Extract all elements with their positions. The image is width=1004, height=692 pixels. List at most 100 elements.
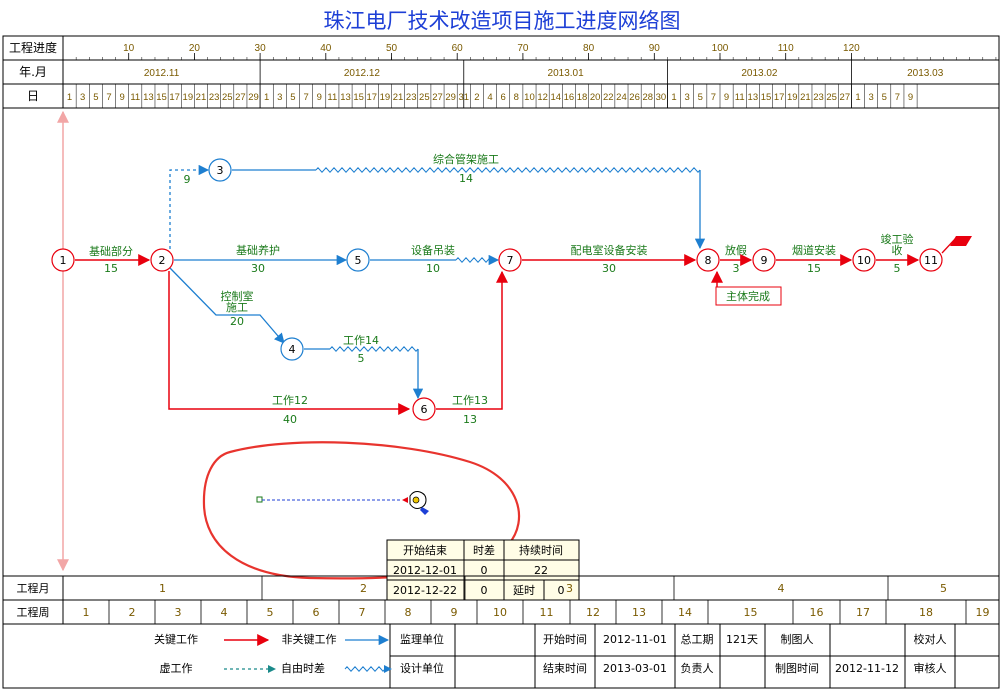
day-label: 10: [524, 92, 535, 103]
info-delay-value: 0: [558, 584, 565, 597]
project-month-value: 2: [360, 582, 367, 595]
month-row-label: 年.月: [19, 65, 47, 79]
legend-table: 关键工作 非关键工作 虚工作 自由时差 监理单位 设计单位 开始时间 2012-…: [2, 623, 1000, 689]
day-label: 17: [367, 92, 378, 103]
activity-arrow-2-3[interactable]: [169, 164, 210, 249]
day-label: 23: [813, 92, 824, 103]
activity-name-5-7: 设备吊装: [411, 243, 455, 257]
day-label: 17: [169, 92, 180, 103]
day-label: 3: [80, 92, 85, 103]
designer-label: 设计单位: [400, 661, 444, 675]
day-label: 8: [514, 92, 519, 103]
day-label: 7: [895, 92, 900, 103]
progress-tick-label: 30: [255, 43, 267, 54]
info-end-date: 2012-12-22: [393, 584, 457, 597]
node-5[interactable]: 5: [346, 248, 370, 272]
activity-duration-4-6: 5: [358, 352, 365, 365]
project-week-value: 2: [129, 606, 136, 619]
day-label: 9: [908, 92, 913, 103]
day-label: 12: [537, 92, 548, 103]
progress-row-label: 工程进度: [9, 40, 57, 55]
node-2[interactable]: 2: [150, 248, 174, 272]
progress-tick-label: 70: [517, 43, 529, 54]
project-week-value: 14: [678, 606, 692, 619]
legend-free-float-arrowhead: [384, 665, 392, 673]
day-label: 15: [353, 92, 364, 103]
progress-tick-label: 50: [386, 43, 398, 54]
day-label: 23: [209, 92, 220, 103]
day-label: 19: [183, 92, 194, 103]
node-label: 11: [924, 254, 938, 267]
project-week-value: 15: [744, 606, 758, 619]
project-week-value: 18: [919, 606, 933, 619]
day-label: 1: [855, 92, 860, 103]
activity-name-2-4-line2: 施工: [226, 301, 248, 314]
project-week-value: 9: [451, 606, 458, 619]
progress-tick-label: 10: [123, 43, 135, 54]
node-8[interactable]: 8: [696, 248, 720, 272]
day-label: 1: [264, 92, 269, 103]
milestone-label: 主体完成: [726, 289, 770, 303]
activity-name-7-8: 配电室设备安装: [571, 243, 648, 257]
info-float-start: 0: [481, 564, 488, 577]
node-label: 6: [421, 403, 428, 416]
day-label: 6: [501, 92, 506, 103]
project-week-value: 7: [359, 606, 366, 619]
draft-line: [256, 496, 408, 503]
activity-duration-3-8: 14: [459, 172, 473, 185]
project-week-value: 10: [493, 606, 507, 619]
node-9[interactable]: 9: [752, 248, 776, 272]
activity-arrow-2-6[interactable]: [168, 271, 411, 415]
activity-arrow-2-4[interactable]: [169, 267, 285, 344]
draw-time-label: 制图时间: [775, 662, 819, 675]
progress-tick-label: 90: [649, 43, 661, 54]
node-6[interactable]: 6: [412, 397, 436, 421]
project-week-value: 1: [83, 606, 90, 619]
day-label: 17: [774, 92, 785, 103]
day-label: 14: [550, 92, 561, 103]
node-4[interactable]: 4: [280, 337, 304, 361]
activity-arrow-6-7[interactable]: [436, 270, 508, 410]
day-label: 7: [303, 92, 308, 103]
activity-name-10-11-line1: 竣工验: [881, 232, 914, 246]
day-label: 26: [629, 92, 640, 103]
day-label: 2: [474, 92, 479, 103]
drafter-label: 制图人: [781, 633, 814, 646]
node-11[interactable]: 11: [919, 248, 943, 272]
legend-critical-label: 关键工作: [154, 632, 198, 646]
project-week-value: 8: [405, 606, 412, 619]
day-label: 3: [277, 92, 282, 103]
node-7[interactable]: 7: [498, 248, 522, 272]
activity-duration-6-7: 13: [463, 413, 477, 426]
activity-name-2-5: 基础养护: [236, 243, 280, 257]
info-box: 开始结束 时差 持续时间 2012-12-01 0 22 2012-12-22 …: [386, 539, 580, 601]
project-week-label: 工程周: [17, 606, 50, 619]
day-label: 20: [590, 92, 601, 103]
activity-duration-5-7: 10: [426, 262, 440, 275]
node-10[interactable]: 10: [852, 248, 876, 272]
activity-name-4-6: 工作14: [343, 334, 379, 347]
day-label: 13: [143, 92, 154, 103]
day-label: 22: [603, 92, 614, 103]
node-label: 3: [217, 164, 224, 177]
day-label: 9: [317, 92, 322, 103]
activity-duration-8-9: 3: [733, 262, 740, 275]
node-1[interactable]: 1: [51, 248, 75, 272]
day-label: 25: [419, 92, 430, 103]
day-label: 5: [290, 92, 295, 103]
start-time-value: 2012-11-01: [603, 633, 667, 646]
activity-name-1-2: 基础部分: [89, 244, 133, 258]
day-label: 1: [67, 92, 72, 103]
day-label: 5: [882, 92, 887, 103]
day-label: 21: [393, 92, 404, 103]
project-week-value: 16: [810, 606, 824, 619]
legend-free-float-wave: [344, 666, 387, 672]
activity-duration-2-3: 9: [184, 173, 191, 186]
node-label: 5: [355, 254, 362, 267]
project-week-value: 5: [267, 606, 274, 619]
node-label: 7: [507, 254, 514, 267]
node-3[interactable]: 3: [208, 158, 232, 182]
node-label: 4: [289, 343, 296, 356]
day-label: 4: [487, 92, 492, 103]
